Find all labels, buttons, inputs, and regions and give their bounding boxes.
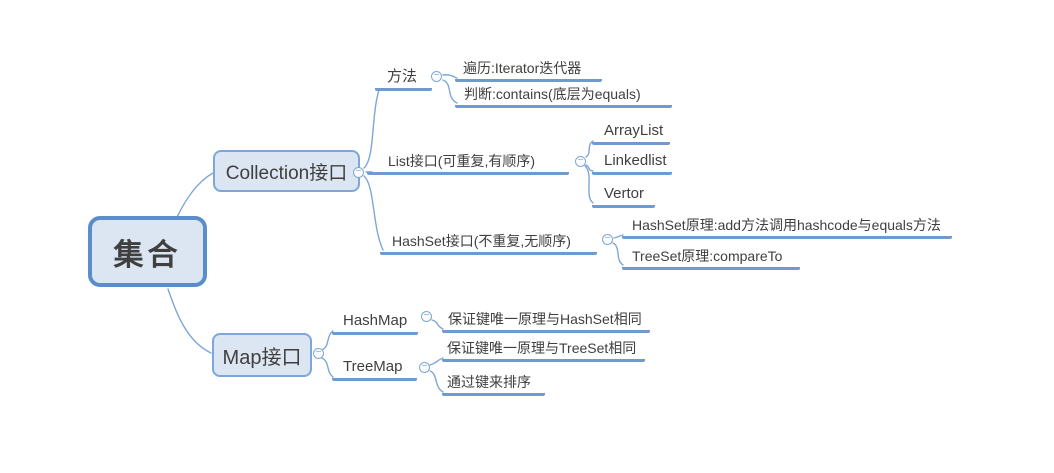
node-label: 通过键来排序 [447, 374, 531, 390]
node-iterator-item[interactable]: 遍历:Iterator迭代器 [455, 58, 602, 82]
node-collection-interface[interactable]: Collection接口 [213, 150, 360, 192]
node-hashset-principle[interactable]: HashSet原理:add方法调用hashcode与equals方法 [622, 215, 952, 239]
connector-method-iterator [442, 74, 458, 79]
connector-map-hashmap [321, 330, 334, 351]
collapse-icon[interactable]: − [431, 71, 442, 82]
collapse-icon[interactable]: − [602, 234, 613, 245]
node-contains-item[interactable]: 判断:contains(底层为equals) [455, 84, 672, 108]
collapse-icon[interactable]: − [421, 311, 432, 322]
connector-treemap-note1 [429, 357, 444, 366]
connector-hashmap-note [431, 319, 444, 330]
node-label: HashSet原理:add方法调用hashcode与equals方法 [632, 217, 941, 233]
node-label: Collection接口 [225, 162, 348, 184]
node-arraylist[interactable]: ArrayList [592, 121, 670, 145]
node-label: 保证键唯一原理与TreeSet相同 [447, 340, 637, 356]
node-label: 判断:contains(底层为equals) [464, 86, 641, 102]
node-label: 方法 [387, 68, 418, 85]
node-label: Vertor [604, 185, 645, 202]
node-hashmap[interactable]: HashMap [332, 311, 418, 335]
node-label: HashMap [343, 312, 408, 329]
node-label: TreeMap [343, 358, 403, 375]
node-label: TreeSet原理:compareTo [632, 248, 783, 264]
connector-treemap-note2 [429, 370, 444, 393]
connector-method-contains [442, 79, 458, 104]
connector-root-map [167, 288, 212, 354]
node-list-interface[interactable]: List接口(可重复,有顺序) [367, 151, 569, 175]
connector-list-linkedlist [585, 164, 594, 172]
node-treemap[interactable]: TreeMap [332, 357, 417, 381]
node-hashset-interface[interactable]: HashSet接口(不重复,无顺序) [380, 231, 597, 255]
node-root[interactable]: 集合 [88, 216, 207, 287]
node-method[interactable]: 方法 [375, 67, 432, 91]
node-label: Map接口 [222, 346, 302, 369]
collapse-icon[interactable]: − [575, 156, 586, 167]
collapse-icon[interactable]: − [419, 362, 430, 373]
node-label: ArrayList [604, 122, 664, 139]
connector-map-treemap [321, 357, 334, 378]
node-label: List接口(可重复,有顺序) [388, 153, 535, 169]
node-label: Linkedlist [604, 152, 667, 169]
node-label: 集合 [113, 238, 182, 272]
node-linkedlist[interactable]: Linkedlist [592, 151, 672, 175]
node-label: HashSet接口(不重复,无顺序) [392, 233, 571, 249]
connector-root-collection [176, 172, 214, 218]
node-map-interface[interactable]: Map接口 [212, 333, 312, 377]
node-hashmap-note[interactable]: 保证键唯一原理与HashSet相同 [442, 309, 650, 333]
connector-collection-method [363, 89, 380, 169]
connector-list-arraylist [585, 140, 594, 158]
connector-list-vertor [584, 165, 594, 204]
node-label: 遍历:Iterator迭代器 [463, 60, 582, 76]
connector-hashset-treeset [612, 242, 624, 266]
node-treeset-principle[interactable]: TreeSet原理:compareTo [622, 246, 800, 270]
connector-hashset-principle [613, 234, 624, 239]
node-treemap-note-sort[interactable]: 通过键来排序 [442, 372, 545, 396]
collapse-icon[interactable]: − [353, 167, 364, 178]
node-label: 保证键唯一原理与HashSet相同 [448, 311, 642, 327]
node-vertor[interactable]: Vertor [592, 184, 655, 208]
node-treemap-note-unique[interactable]: 保证键唯一原理与TreeSet相同 [442, 338, 645, 362]
connector-collection-hashset [363, 175, 384, 251]
collapse-icon[interactable]: − [313, 348, 324, 359]
